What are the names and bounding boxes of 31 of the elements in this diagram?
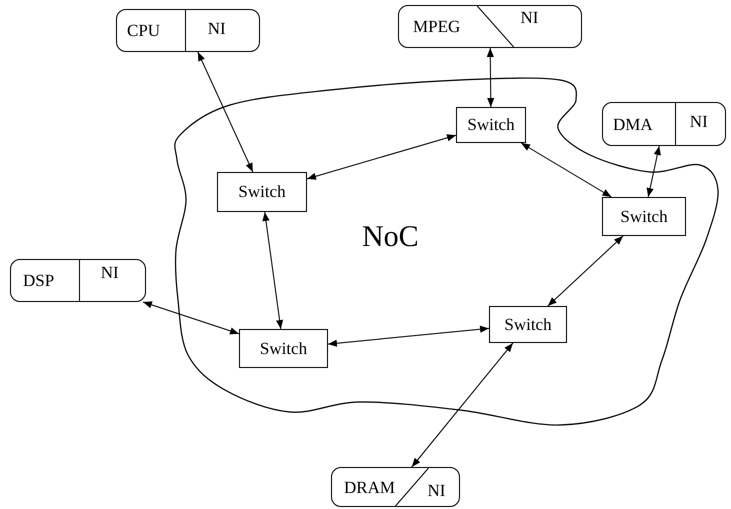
- switch-box: Switch: [456, 107, 526, 143]
- network-interface-label: NI: [100, 264, 119, 281]
- switch-box: Switch: [489, 306, 567, 343]
- core-label: DMA: [613, 116, 653, 132]
- core-label: DSP: [23, 272, 54, 289]
- arrow: [486, 48, 494, 108]
- arrow: [646, 146, 661, 198]
- switch-box: Switch: [602, 197, 686, 236]
- ip-block: [602, 102, 726, 146]
- arrow: [306, 134, 456, 180]
- network-label: NoC: [362, 222, 419, 252]
- network-interface-label: NI: [690, 113, 708, 130]
- ip-block: [331, 467, 460, 507]
- arrow: [520, 142, 612, 198]
- ip-block: [116, 9, 260, 52]
- switch-box: Switch: [239, 329, 328, 368]
- core-label: DRAM: [344, 478, 396, 496]
- ip-block: [398, 5, 582, 48]
- network-interface-label: NI: [520, 9, 538, 26]
- arrow: [262, 212, 284, 330]
- arrow: [328, 326, 490, 347]
- arrow: [142, 301, 240, 334]
- network-interface-label: NI: [208, 20, 226, 37]
- core-label: CPU: [127, 22, 160, 39]
- network-interface-label: NI: [427, 482, 446, 499]
- arrow: [411, 342, 514, 468]
- arrow: [547, 236, 624, 306]
- core-label: MPEG: [413, 18, 460, 35]
- ip-block: [10, 259, 146, 302]
- arrow: [197, 52, 254, 172]
- switch-box: Switch: [217, 172, 307, 212]
